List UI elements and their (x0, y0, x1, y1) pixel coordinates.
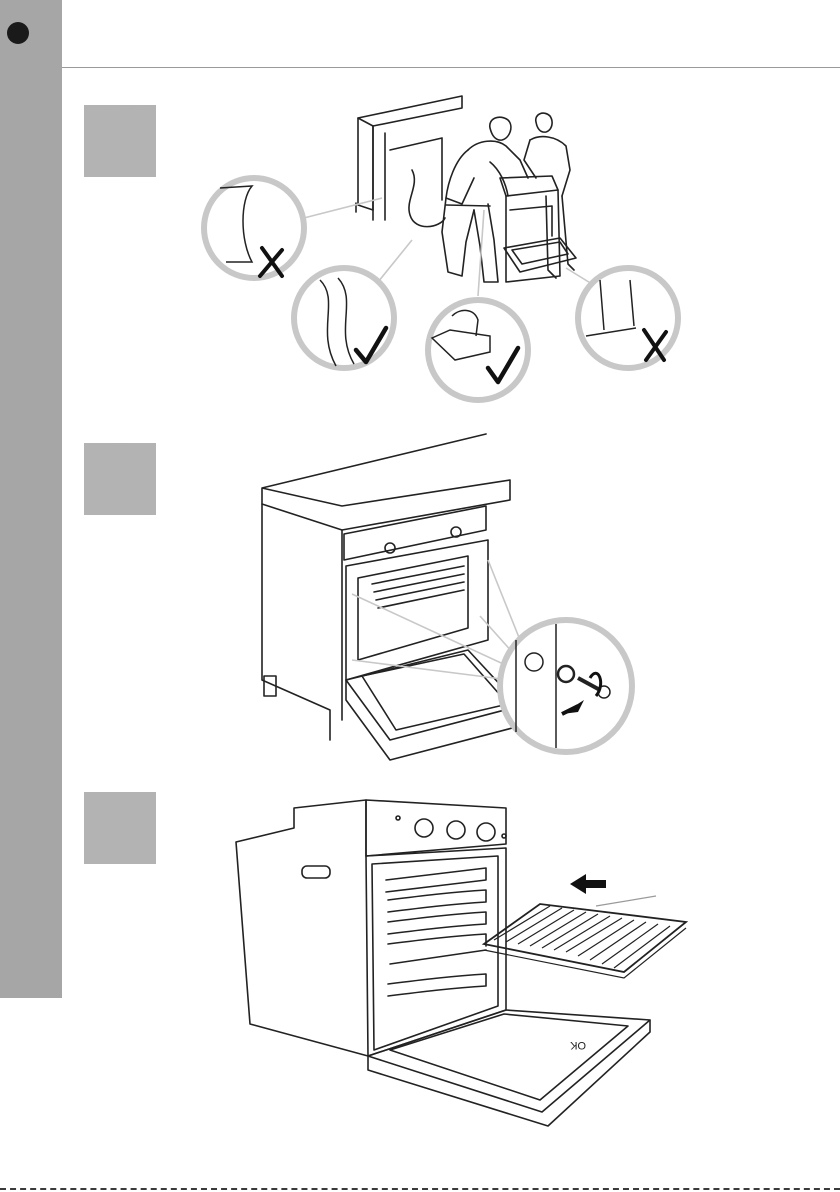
oven-side-handle (302, 866, 330, 878)
oven-knob (415, 819, 433, 837)
oven-control-panel (366, 800, 506, 856)
oven-knob (477, 823, 495, 841)
oven-body-side (236, 800, 368, 1056)
oven-cavity (372, 856, 498, 1050)
wire-shelf (484, 904, 686, 978)
arrow-left-icon (570, 874, 606, 894)
oven-door (368, 1010, 650, 1112)
oven-knob (447, 821, 465, 839)
door-ok-label: OK (569, 1039, 586, 1051)
page-cut-line (0, 1188, 840, 1190)
oven-light-indicator (396, 816, 400, 820)
